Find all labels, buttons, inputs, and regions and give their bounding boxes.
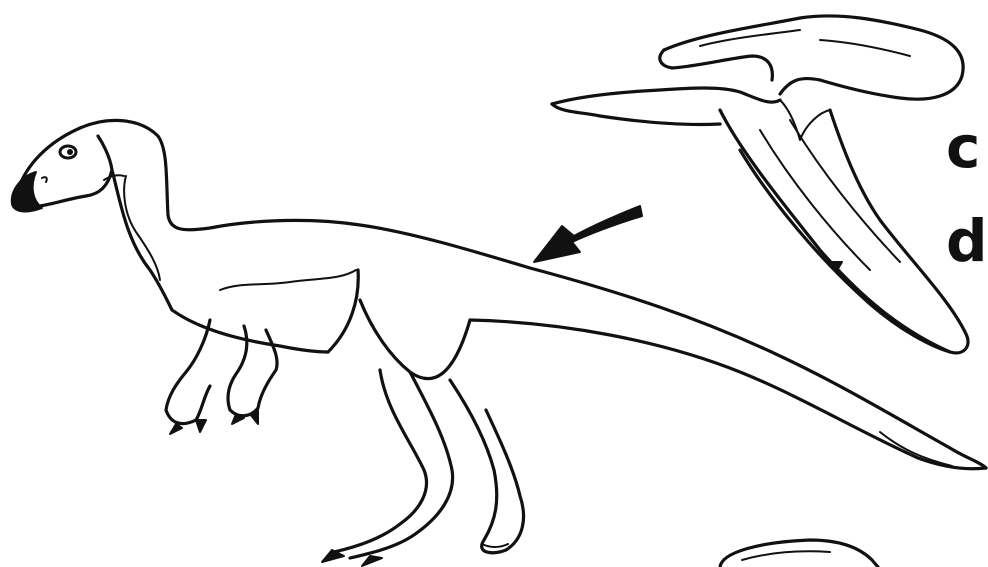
dinosaur-front-arm-right — [228, 326, 277, 416]
partial-drawing-bottom — [720, 540, 878, 567]
caption-letter-d: d — [946, 212, 988, 270]
dinosaur-figure — [12, 120, 986, 566]
dinosaur-beak — [12, 172, 42, 211]
dinosaur-tail-upper — [530, 268, 986, 468]
dinosaur-front-arm-left — [166, 320, 210, 424]
skull-rear-spike — [552, 88, 780, 104]
crested-skull-drawing — [552, 16, 968, 353]
dinosaur-tail-lower — [470, 320, 986, 469]
dinosaur-rear-leg-far — [450, 380, 524, 553]
dinosaur-thigh — [328, 270, 470, 379]
pointer-arrow-icon — [534, 206, 642, 262]
dinosaur-rear-leg-near — [334, 370, 427, 552]
dinosaur-belly — [172, 310, 328, 352]
caption-letter-c: c — [946, 118, 980, 176]
skull-jaw — [720, 110, 968, 353]
